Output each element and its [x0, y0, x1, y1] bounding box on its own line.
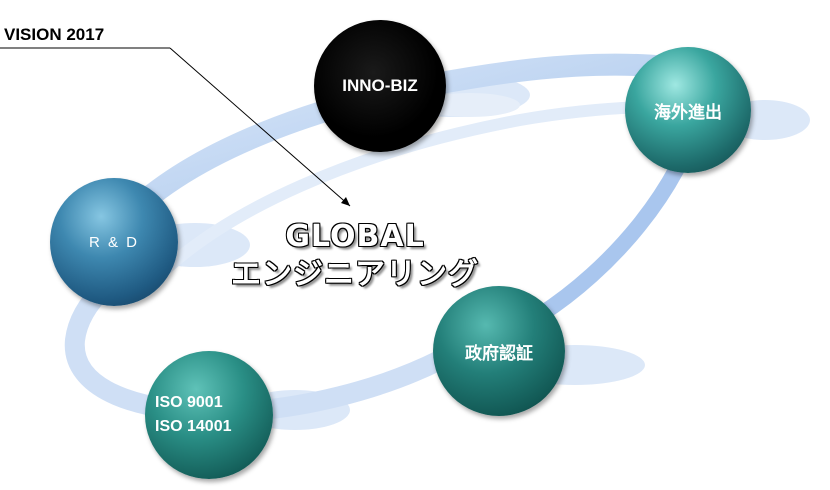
node-iso-label-1: ISO 9001: [155, 394, 223, 411]
center-title-line2: エンジニアリング: [231, 257, 479, 292]
node-rd-label: R & D: [88, 233, 139, 251]
callout-arrowhead: [341, 197, 350, 206]
callout-line: [169, 47, 351, 207]
node-innobiz: INNO-BIZ: [314, 20, 446, 152]
node-innobiz-label: INNO-BIZ: [342, 76, 418, 95]
shadow-top-left: [420, 93, 520, 117]
node-kaigai-label: 海外進出: [654, 102, 722, 123]
node-rd: R & D: [50, 178, 178, 306]
node-iso-label-2: ISO 14001: [155, 418, 232, 435]
node-iso: ISO 9001 ISO 14001: [145, 351, 273, 479]
node-seifu: 政府認証: [433, 286, 565, 416]
node-seifu-label: 政府認証: [465, 343, 533, 364]
node-kaigai: 海外進出: [625, 47, 751, 173]
vision-label: VISION 2017: [4, 25, 105, 44]
center-title: GLOBAL エンジニアリング: [225, 218, 485, 294]
center-title-line1: GLOBAL: [285, 219, 425, 254]
